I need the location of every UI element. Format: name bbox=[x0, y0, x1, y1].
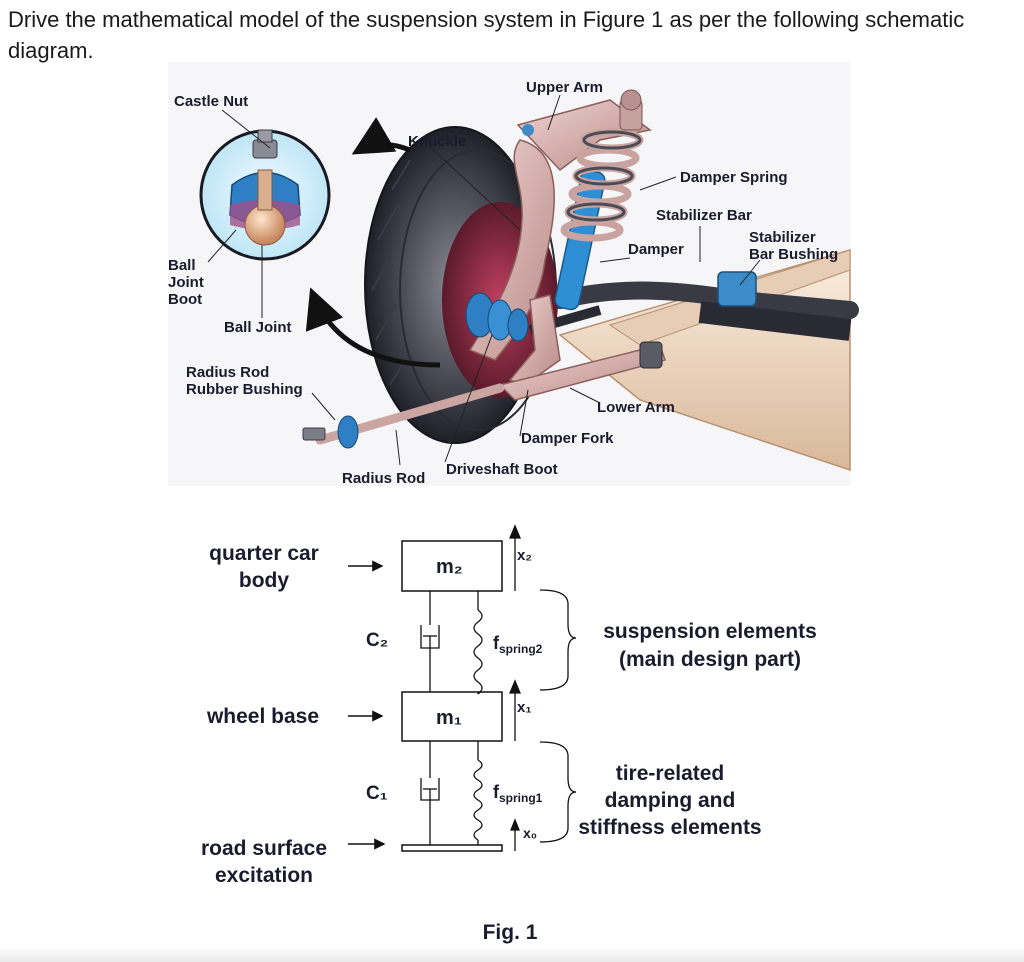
label-radius-rod: Radius Rod bbox=[342, 470, 425, 487]
label-upper-arm: Upper Arm bbox=[526, 79, 603, 96]
figure-caption: Fig. 1 bbox=[483, 921, 538, 944]
label-ball-joint-boot-line2: Joint bbox=[168, 274, 204, 291]
label-damper-fork: Damper Fork bbox=[521, 430, 614, 447]
radius-rod-rubber-bushing bbox=[337, 415, 359, 449]
label-tire-line3: stiffness elements bbox=[578, 816, 761, 839]
pointer-arrows bbox=[348, 560, 386, 850]
leader-lines bbox=[207, 94, 761, 466]
label-fspring2: fspring2 bbox=[493, 633, 543, 656]
bottom-strip bbox=[0, 946, 1024, 962]
label-c1: C₁ bbox=[366, 783, 388, 804]
mass-m1-box bbox=[401, 691, 503, 742]
mass-m2-box bbox=[401, 540, 503, 592]
label-radius-rod-rubber-bushing-line1: Radius Rod bbox=[186, 364, 269, 381]
displacement-arrow-x2 bbox=[509, 524, 521, 591]
suspension-illustration: Castle Nut Knuckle Upper Arm Damper Spri… bbox=[168, 62, 859, 487]
label-road-surface-line1: road surface bbox=[201, 837, 327, 860]
damper-c1 bbox=[420, 741, 440, 845]
displacement-arrow-x0 bbox=[510, 818, 520, 851]
spring-2 bbox=[473, 591, 483, 695]
spring-1 bbox=[473, 741, 483, 845]
schematic-labels: quarter car body wheel base road surface… bbox=[201, 542, 817, 944]
label-suspension-line2: (main design part) bbox=[619, 648, 801, 671]
label-ball-joint-boot-line3: Boot bbox=[168, 291, 202, 308]
label-x2: x₂ bbox=[517, 547, 532, 564]
label-wheel-base: wheel base bbox=[206, 705, 319, 728]
label-ball-joint: Ball Joint bbox=[224, 319, 292, 336]
label-road-surface-line2: excitation bbox=[215, 864, 313, 887]
label-m1: m₁ bbox=[436, 707, 462, 729]
damper-c2 bbox=[420, 591, 440, 692]
label-x0: x₀ bbox=[523, 825, 537, 841]
label-knuckle: Knuckle bbox=[408, 133, 466, 150]
question-text: Drive the mathematical model of the susp… bbox=[8, 7, 965, 63]
label-quarter-car-body-line2: body bbox=[239, 569, 289, 592]
label-driveshaft-boot: Driveshaft Boot bbox=[446, 461, 558, 478]
label-c2: C₂ bbox=[366, 630, 388, 651]
displacement-arrow-x1 bbox=[509, 679, 521, 741]
label-tire-line1: tire-related bbox=[616, 762, 725, 785]
stabilizer-bar-bushing bbox=[717, 271, 757, 307]
label-damper-spring: Damper Spring bbox=[680, 169, 788, 186]
label-suspension-line1: suspension elements bbox=[603, 620, 817, 643]
road-plate bbox=[401, 844, 503, 852]
brace-tire bbox=[539, 741, 577, 843]
lower-arm bbox=[498, 344, 666, 401]
ball-joint-inset bbox=[199, 129, 331, 261]
label-stabilizer-bar-bushing-line2: Bar Bushing bbox=[749, 246, 838, 263]
label-castle-nut: Castle Nut bbox=[174, 93, 248, 110]
label-quarter-car-body-line1: quarter car bbox=[209, 542, 319, 565]
label-radius-rod-rubber-bushing-line2: Rubber Bushing bbox=[186, 381, 303, 398]
label-stabilizer-bar: Stabilizer Bar bbox=[656, 207, 752, 224]
label-damper: Damper bbox=[628, 241, 684, 258]
label-tire-line2: damping and bbox=[605, 789, 736, 812]
knuckle bbox=[468, 139, 555, 361]
arrow-to-inset bbox=[351, 117, 411, 155]
arrow-from-inset bbox=[305, 287, 441, 368]
label-x1: x₁ bbox=[517, 699, 532, 716]
label-lower-arm: Lower Arm bbox=[597, 399, 675, 416]
quarter-car-schematic bbox=[348, 524, 577, 852]
driveshaft-boot bbox=[465, 292, 529, 342]
label-fspring1: fspring1 bbox=[493, 782, 543, 805]
label-stabilizer-bar-bushing-line1: Stabilizer bbox=[749, 229, 816, 246]
label-m2: m₂ bbox=[436, 556, 463, 578]
brace-suspension bbox=[539, 589, 577, 691]
label-ball-joint-boot-line1: Ball bbox=[168, 257, 196, 274]
